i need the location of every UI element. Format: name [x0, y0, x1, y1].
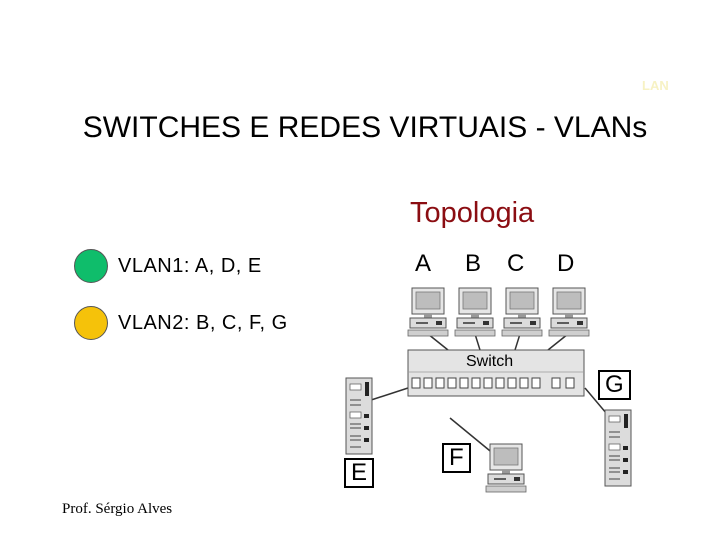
legend-vlan2-label: VLAN2: B, C, F, G: [118, 311, 288, 334]
pc-f-icon: [485, 443, 527, 493]
footer-author: Prof. Sérgio Alves: [62, 501, 173, 517]
node-label-b: B: [465, 250, 482, 277]
node-label-a: A: [415, 250, 432, 277]
node-label-g: G: [598, 370, 631, 400]
server-e-icon: [345, 377, 373, 455]
vlan2-color-dot: [74, 306, 108, 340]
legend-vlan1-label: VLAN1: A, D, E: [118, 254, 262, 277]
switch-icon: [407, 349, 585, 397]
pc-b-icon: [454, 287, 496, 337]
node-label-d: D: [557, 250, 575, 277]
pc-c-icon: [501, 287, 543, 337]
legend-vlan2: VLAN2: B, C, F, G: [74, 303, 288, 343]
server-g-icon: [604, 409, 632, 487]
switch-label: Switch: [466, 353, 514, 370]
node-label-f: F: [442, 443, 471, 473]
corner-tag: LAN: [642, 78, 669, 93]
diagram-subtitle: Topologia: [410, 197, 535, 229]
vlan1-color-dot: [74, 249, 108, 283]
node-label-e: E: [344, 458, 375, 488]
page-title: SWITCHES E REDES VIRTUAIS - VLANs: [82, 111, 648, 144]
legend-vlan1: VLAN1: A, D, E: [74, 246, 262, 286]
pc-a-icon: [407, 287, 449, 337]
node-label-c: C: [507, 250, 525, 277]
pc-d-icon: [548, 287, 590, 337]
